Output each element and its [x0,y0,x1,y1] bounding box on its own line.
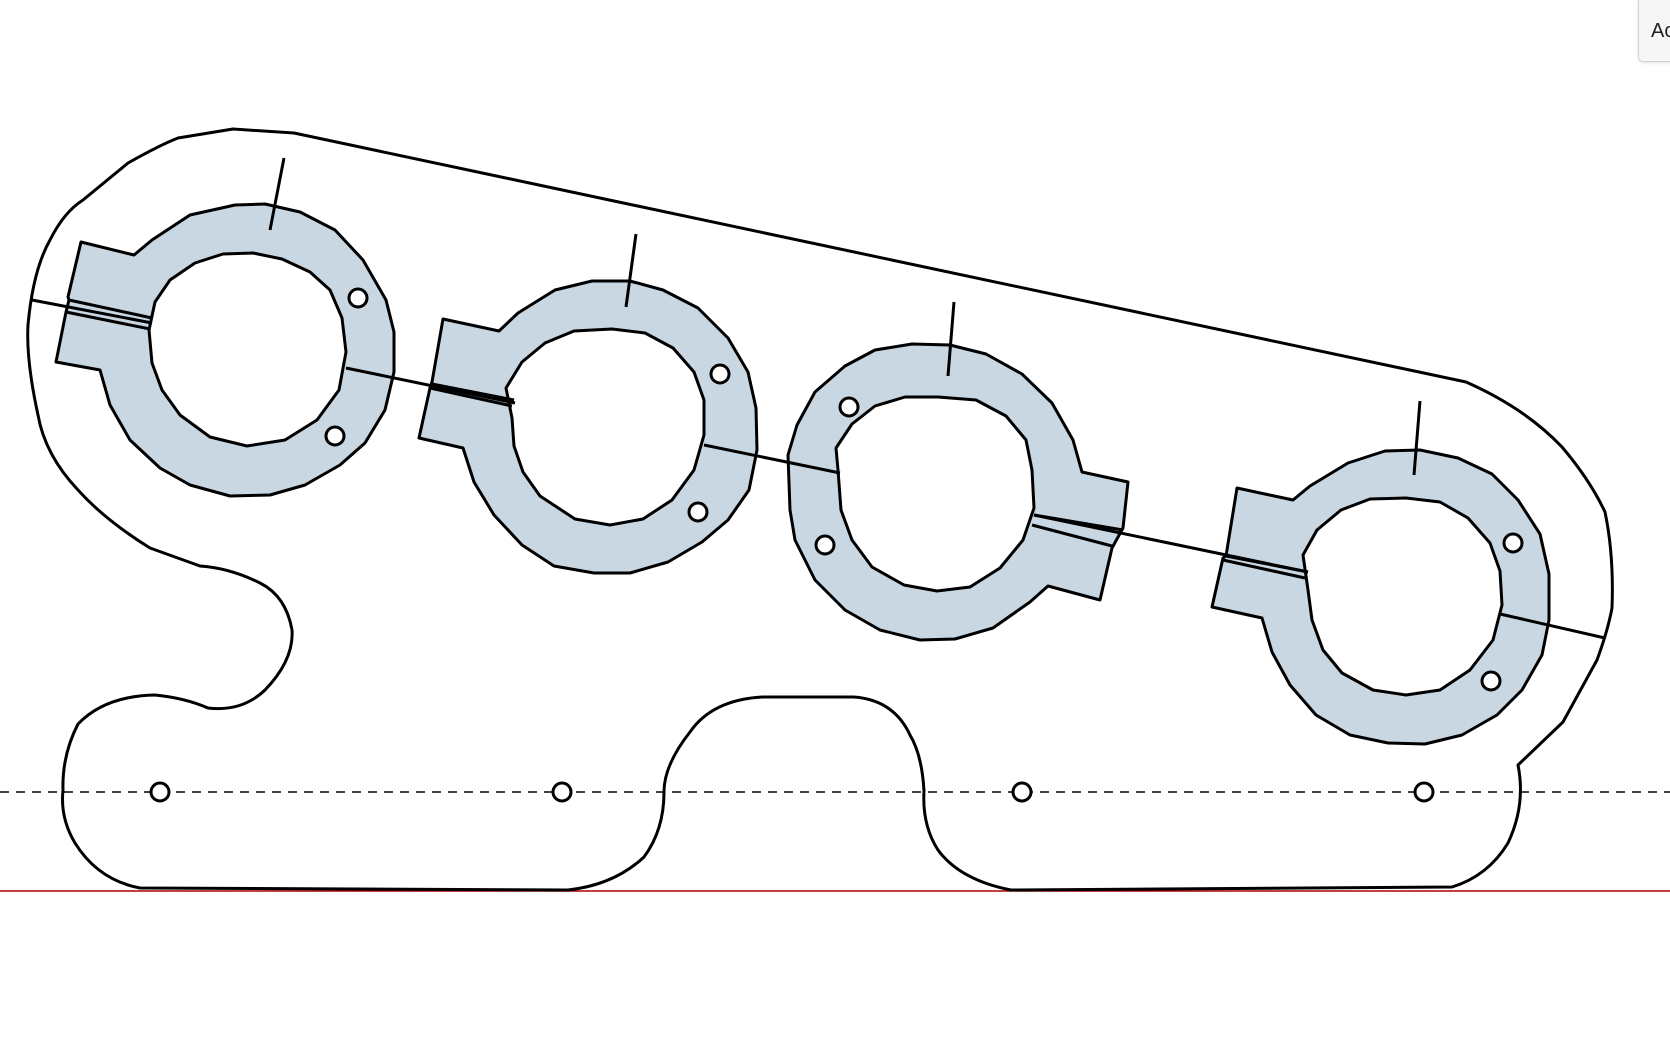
clamp-bolt-hole [814,534,836,556]
clamp-ring-3[interactable] [786,342,1130,642]
clamp-tick-mark-1 [268,157,286,231]
clamp-tick-mark-2 [624,233,638,308]
centerline-hole [551,781,573,803]
clamp-tick-mark-4 [1412,400,1422,476]
clamp-bolt-hole [1502,532,1524,554]
clamp-slot-line-4b [1222,558,1306,580]
centerline-hole [1413,781,1435,803]
clamp-bolt-hole [347,287,369,309]
clamp-slot-line-2a [431,382,515,402]
clamp-slot-line-1b [65,310,151,331]
clamp-bolt-hole [1480,670,1502,692]
clamp-ring-2[interactable] [417,279,759,575]
tie-line-2-3 [703,443,841,475]
clamp-slot-line-1a [68,298,153,320]
centerline-hole [1011,781,1033,803]
clamp-slot-line-4a [1225,554,1309,574]
plate-outline[interactable] [26,127,1614,892]
clamp-tick-mark-3 [946,301,956,377]
clamp-bolt-hole [838,396,860,418]
tie-line-left [31,298,153,325]
clamp-bolt-hole [687,501,709,523]
clamp-slot-line-3a [1033,513,1124,532]
clamp-slot-line-3b [1031,523,1113,548]
centerline-hole [149,781,171,803]
clamp-slot-line-2b [429,386,513,408]
clamp-ring-1[interactable] [54,202,396,498]
tie-line-1-2 [345,366,516,405]
clamp-ring-4[interactable] [1210,448,1551,746]
toolbar-action-button[interactable]: Ac [1638,0,1670,62]
tie-line-right [1499,612,1606,640]
clamp-bolt-hole [324,425,346,447]
clamp-bolt-hole [709,363,731,385]
